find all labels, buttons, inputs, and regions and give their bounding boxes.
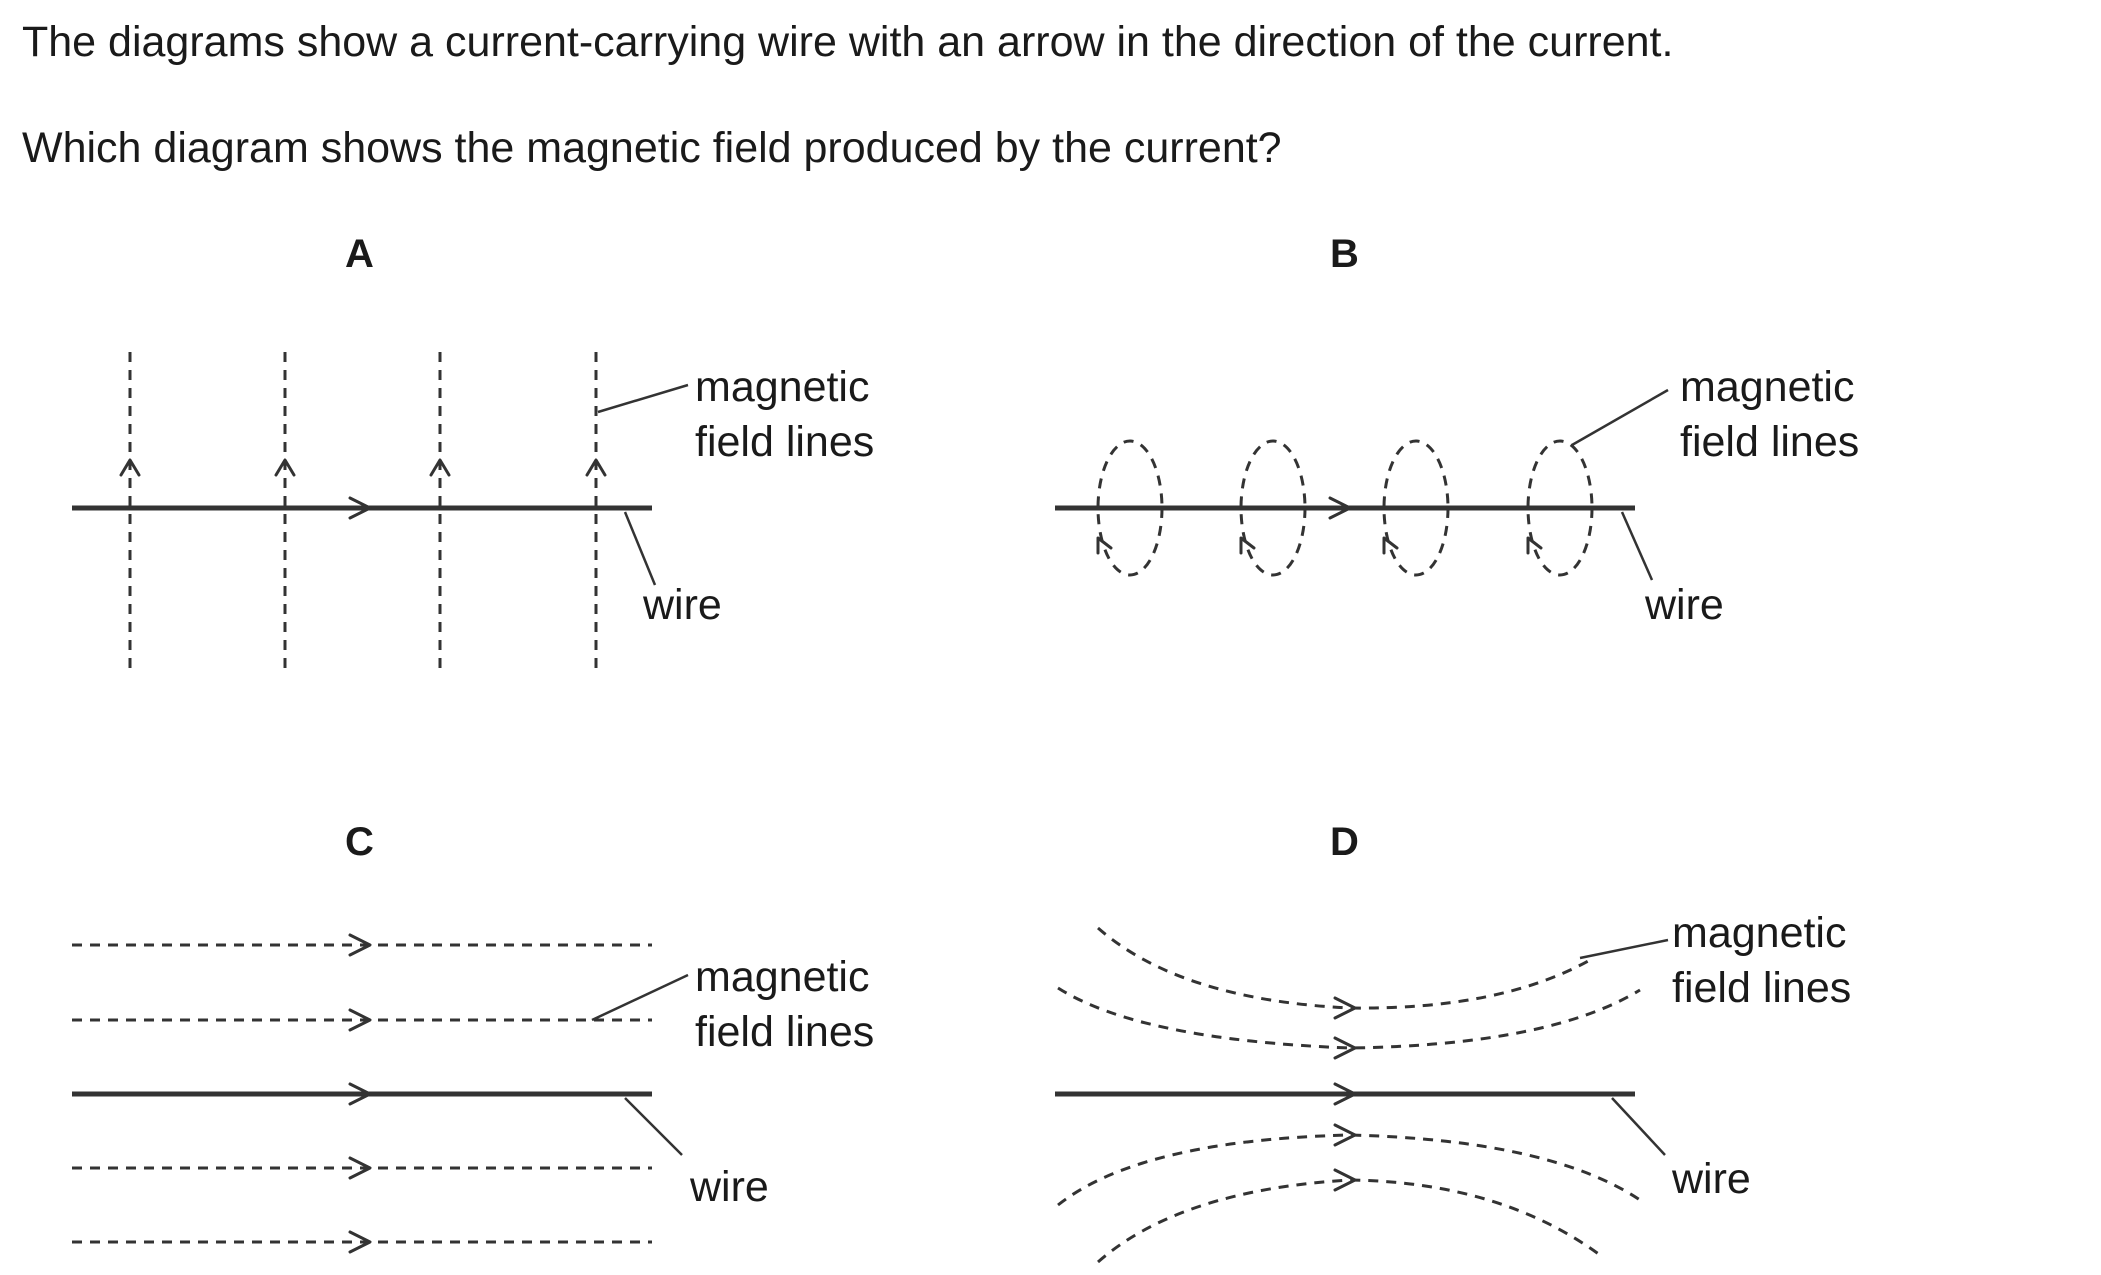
option-a-letter: A <box>345 232 374 276</box>
diagram-a <box>72 352 689 672</box>
option-d-wire-leader <box>1611 1097 1666 1156</box>
option-a-field-label-line2: field lines <box>695 418 875 466</box>
option-b-current-arrow <box>1328 496 1352 520</box>
option-d-field-arrow <box>1333 1123 1357 1147</box>
option-b-field-leader <box>1571 388 1669 447</box>
option-d-field-arrow <box>1333 1168 1357 1192</box>
option-c-field-arrow <box>348 933 372 957</box>
diagram-d <box>1055 926 1669 1264</box>
option-b-field-arrow <box>1096 536 1113 555</box>
diagram-b <box>1055 388 1669 581</box>
option-b-field-label: magnetic field lines <box>1680 360 1859 470</box>
option-c-field-label: magnetic field lines <box>695 950 874 1060</box>
option-b-field-label-line2: field lines <box>1680 418 1860 466</box>
option-c-field-arrow <box>348 1230 372 1254</box>
option-b-field-arrow <box>1239 536 1256 555</box>
option-d-wire-label: wire <box>1672 1155 1751 1203</box>
option-a-wire-leader <box>623 511 657 586</box>
option-d-field-arrow <box>1333 996 1357 1020</box>
option-a-field-label-line1: magnetic <box>695 363 870 411</box>
option-a-field-arrow <box>585 458 607 477</box>
option-a-field-label: magnetic field lines <box>695 360 874 470</box>
option-b-wire-leader <box>1620 511 1654 581</box>
option-d-field-line <box>1057 1133 1641 1207</box>
question-line-1: The diagrams show a current-carrying wir… <box>22 18 1674 66</box>
option-b-field-label-line1: magnetic <box>1680 363 1855 411</box>
option-c-field-arrow <box>348 1156 372 1180</box>
question-line-2: Which diagram shows the magnetic field p… <box>22 124 1282 172</box>
diagram-c <box>72 933 689 1254</box>
option-d-field-line <box>1097 1178 1601 1264</box>
option-c-field-label-line2: field lines <box>695 1008 875 1056</box>
option-a-field-arrow <box>274 458 296 477</box>
option-d-field-label: magnetic field lines <box>1672 906 1851 1016</box>
option-b-wire-label: wire <box>1645 581 1724 629</box>
option-d-field-label-line1: magnetic <box>1672 909 1847 957</box>
option-c-current-arrow <box>348 1082 372 1106</box>
option-d-letter: D <box>1330 820 1359 864</box>
option-b-field-arrow <box>1526 536 1543 555</box>
option-c-letter: C <box>345 820 374 864</box>
option-a-field-arrow <box>429 458 451 477</box>
option-c-field-label-line1: magnetic <box>695 953 870 1001</box>
option-c-field-arrow <box>348 1008 372 1032</box>
option-a-field-arrow <box>119 458 141 477</box>
option-d-field-line <box>1057 986 1641 1050</box>
option-a-wire-label: wire <box>643 581 722 629</box>
option-c-wire-label: wire <box>690 1163 769 1211</box>
option-d-field-line <box>1097 926 1591 1010</box>
option-c-field-leader <box>591 973 689 1022</box>
option-d-field-arrow <box>1333 1036 1357 1060</box>
option-a-current-arrow <box>348 496 372 520</box>
option-b-field-arrow <box>1382 536 1399 555</box>
option-b-letter: B <box>1330 232 1359 276</box>
option-a-field-leader <box>597 383 689 414</box>
option-d-field-label-line2: field lines <box>1672 964 1852 1012</box>
option-d-field-leader <box>1579 938 1669 960</box>
option-c-wire-leader <box>624 1097 683 1156</box>
option-d-current-arrow <box>1333 1082 1357 1106</box>
